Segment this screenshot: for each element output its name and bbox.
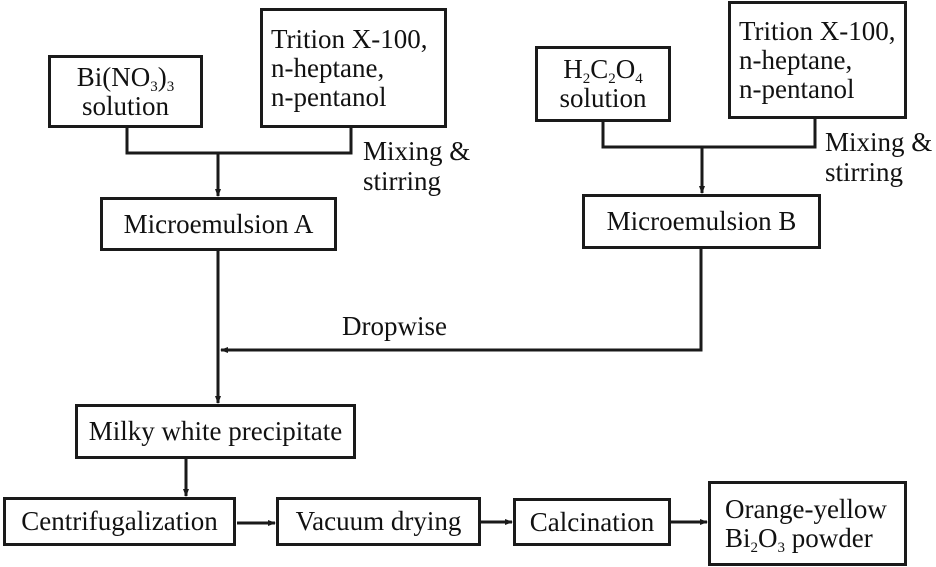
surfactant-a-line: n-heptane,: [271, 52, 385, 83]
merge-line-a: [125, 127, 353, 155]
node-bi2o3-powder: Orange-yellow Bi2O3 powder: [708, 481, 907, 566]
node-oxalic-label: solution: [559, 83, 647, 113]
mixing-label-a: Mixing & stirring: [363, 136, 471, 196]
node-surfactant-b: Trition X-100, n-heptane, n-pentanol: [728, 1, 907, 119]
node-milky-white-precipitate: Milky white precipitate: [75, 404, 356, 459]
node-surfactant-a: Trition X-100, n-heptane, n-pentanol: [260, 8, 447, 128]
surfactant-b-line: Trition X-100,: [739, 15, 896, 46]
dropwise-line: [230, 248, 703, 352]
surfactant-b-line: n-heptane,: [739, 44, 853, 75]
node-oxalic-formula: H2C2O4: [563, 54, 643, 87]
node-centrifugalization: Centrifugalization: [3, 497, 236, 546]
node-oxalic-acid-solution: H2C2O4 solution: [535, 46, 671, 122]
node-bi-nitrate-solution: Bi(NO3)3 solution: [48, 55, 203, 128]
node-calcination: Calcination: [513, 498, 671, 546]
node-microemulsion-a: Microemulsion A: [100, 197, 337, 251]
surfactant-b-line: n-pentanol: [739, 73, 855, 104]
product-formula: Bi2O3 powder: [725, 522, 873, 556]
merge-line-b: [601, 118, 817, 149]
dropwise-label: Dropwise: [342, 311, 447, 341]
node-bi-nitrate-label: solution: [81, 90, 169, 121]
mixing-label-b: Mixing & stirring: [825, 127, 933, 187]
surfactant-a-line: n-pentanol: [271, 81, 387, 112]
surfactant-a-line: Trition X-100,: [271, 23, 428, 54]
node-vacuum-drying: Vacuum drying: [276, 497, 481, 546]
node-bi-nitrate-formula: Bi(NO3)3: [76, 61, 175, 95]
node-microemulsion-b: Microemulsion B: [582, 194, 821, 249]
